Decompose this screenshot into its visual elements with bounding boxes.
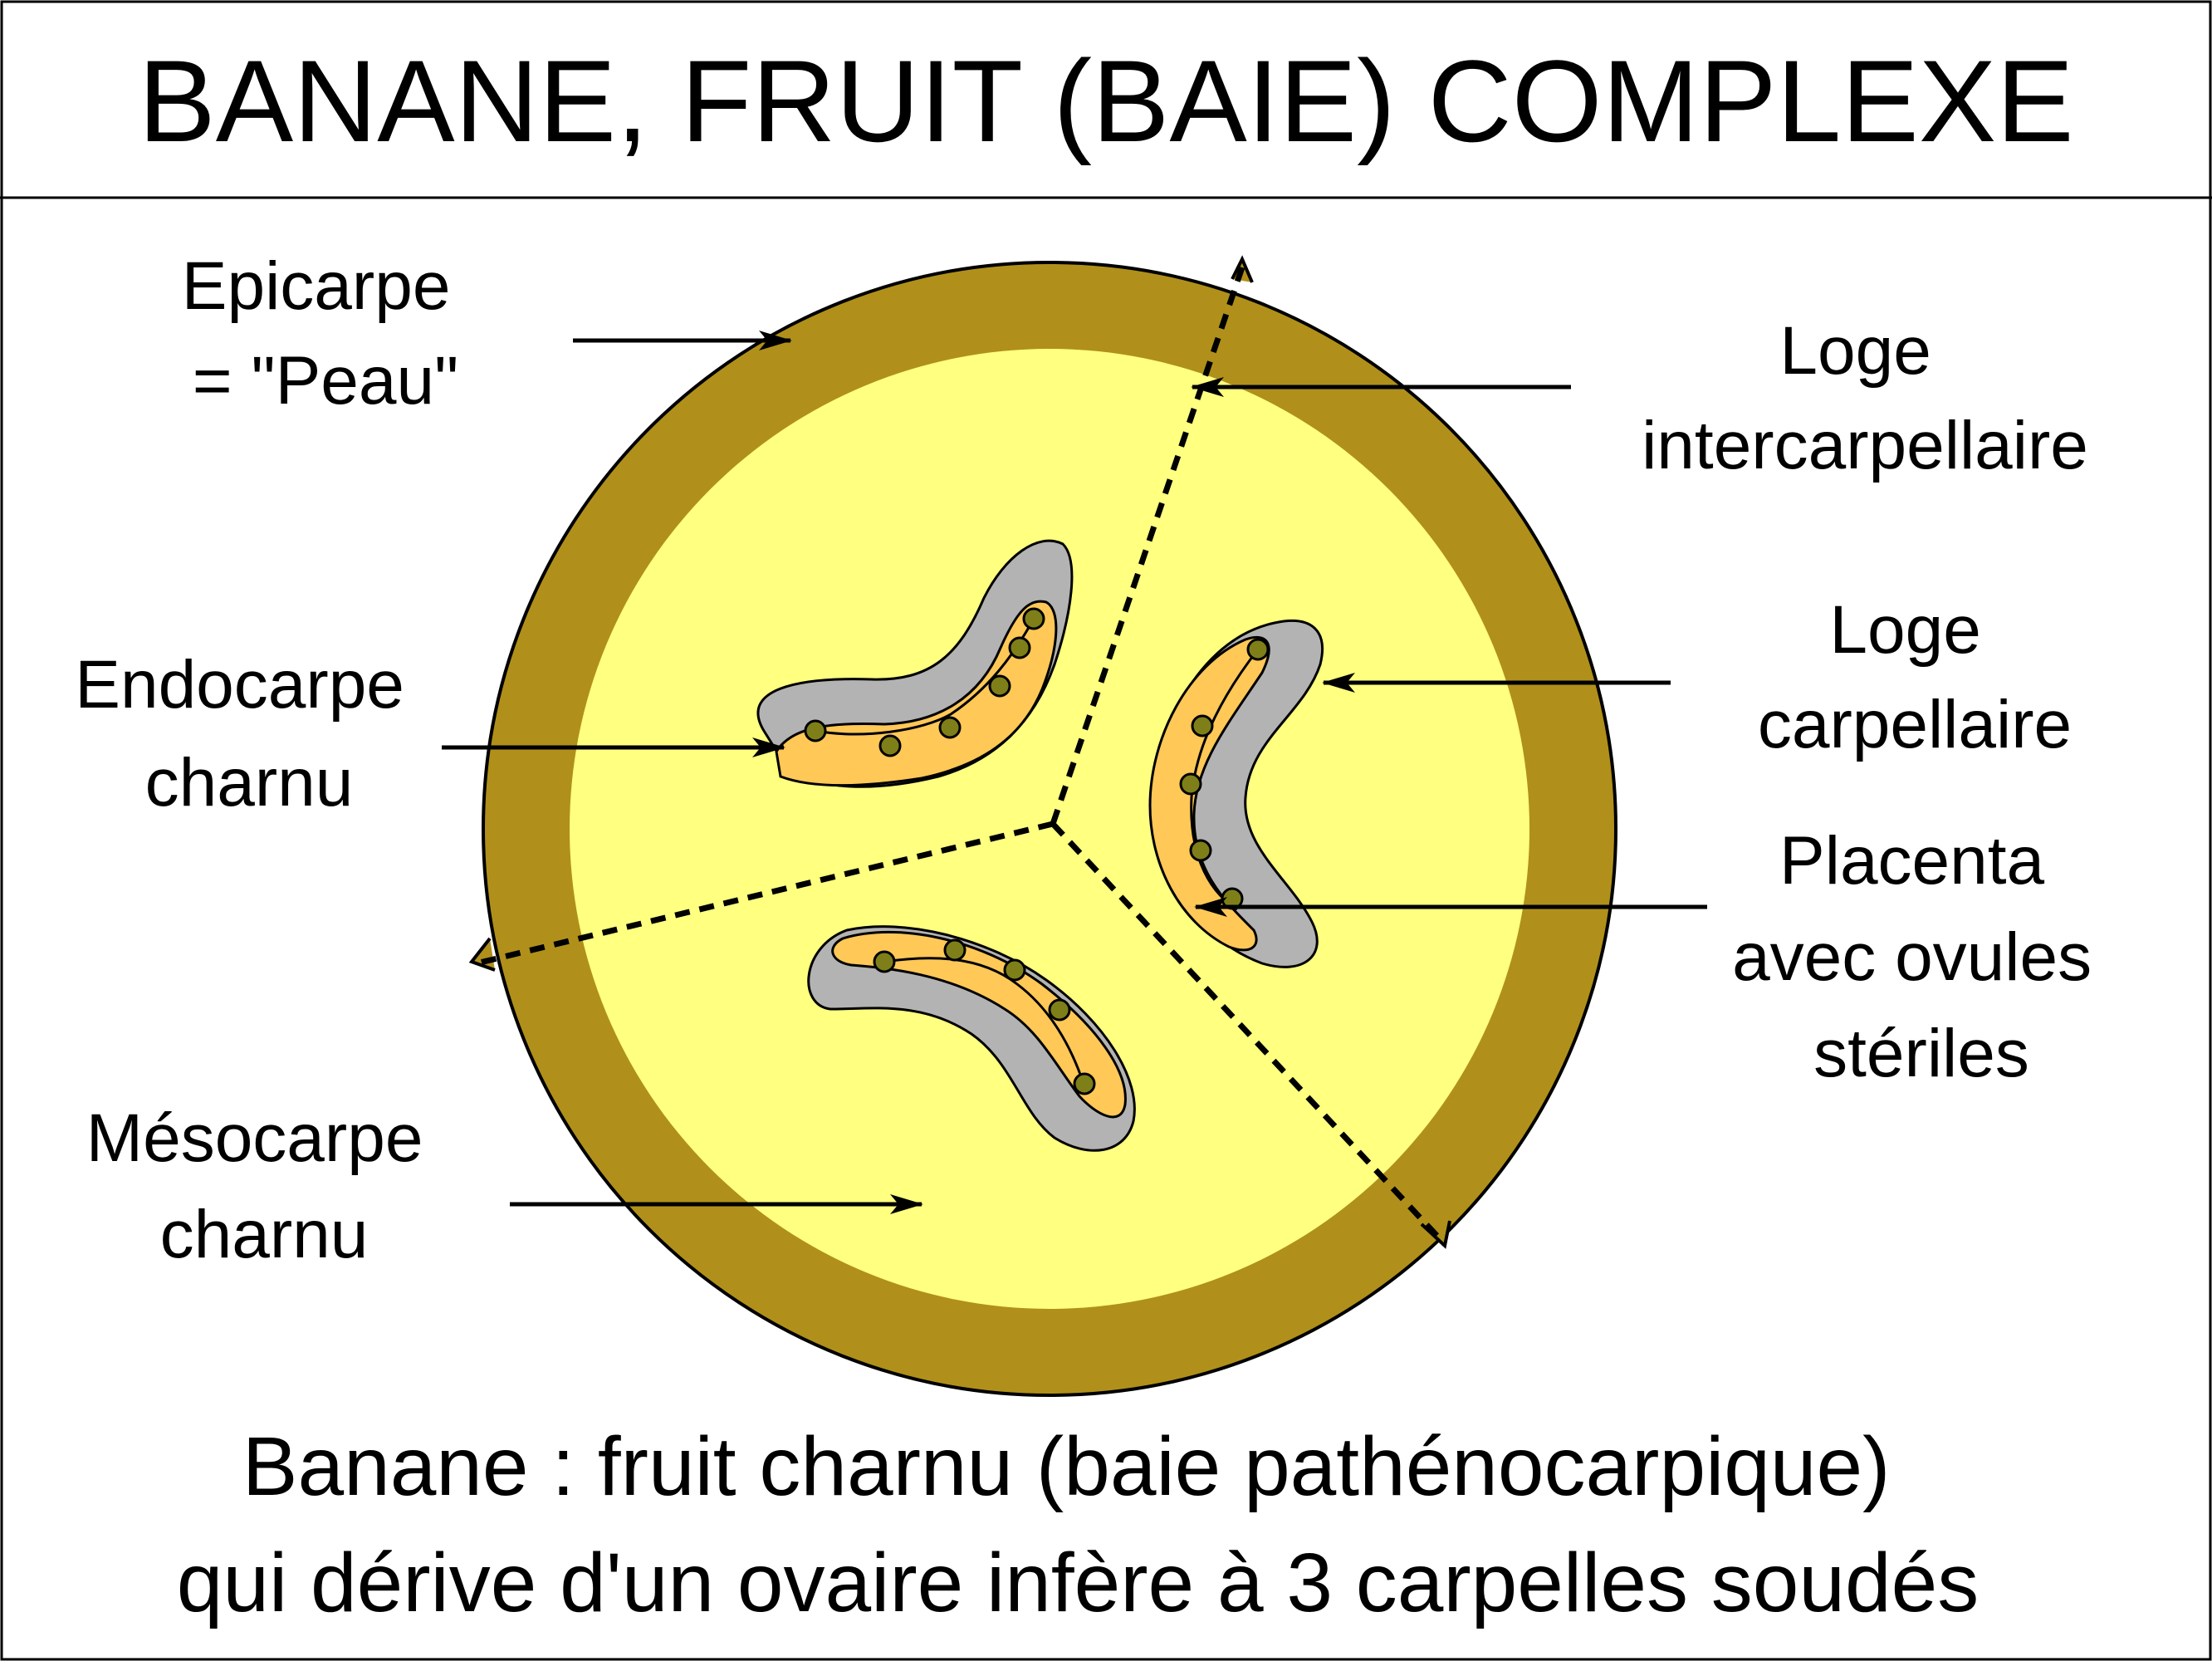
label-line: Loge xyxy=(1829,592,1980,668)
caption-line: qui dérive d'un ovaire infère à 3 carpel… xyxy=(177,1536,1979,1629)
locule-cavity xyxy=(807,925,1136,1152)
label-loge-carpellaire: Loge carpellaire xyxy=(1758,592,2072,762)
label-line: Mésocarpe xyxy=(86,1100,423,1176)
ovule xyxy=(988,674,1011,698)
ovule xyxy=(1048,998,1071,1022)
label-line: charnu xyxy=(145,745,354,821)
locule-bottom xyxy=(807,925,1136,1152)
ovule xyxy=(1003,958,1026,982)
endocarp-layer xyxy=(831,930,1127,1119)
label-line: charnu xyxy=(160,1197,369,1272)
ovule xyxy=(1022,607,1045,630)
ovule xyxy=(943,938,967,962)
ovule xyxy=(1191,714,1214,737)
placenta-line xyxy=(1190,649,1260,911)
caption: Banane : fruit charnu (baie pathénocarpi… xyxy=(177,1420,1979,1629)
label-line: intercarpellaire xyxy=(1642,408,2088,483)
ovule xyxy=(1073,1072,1096,1095)
endocarp-layer xyxy=(775,600,1058,787)
label-line: Endocarpe xyxy=(75,647,404,723)
label-line: avec ovules xyxy=(1732,919,2092,995)
septa-lines xyxy=(476,266,1447,1247)
label-line: Epicarpe xyxy=(182,248,451,324)
ovule xyxy=(1246,638,1270,661)
caption-line: Banane : fruit charnu (baie pathénocarpi… xyxy=(242,1420,1891,1513)
label-line: carpellaire xyxy=(1758,687,2072,762)
pointer-arrows xyxy=(442,331,1707,1214)
label-line: Placenta xyxy=(1779,823,2045,899)
endocarp-layer xyxy=(1148,635,1270,952)
ovule xyxy=(804,719,827,742)
label-endocarpe: Endocarpe charnu xyxy=(75,647,423,821)
fruit-cross-section xyxy=(468,255,1617,1397)
ovule xyxy=(938,716,962,739)
placenta-line xyxy=(883,957,1085,1085)
label-line: = "Peau" xyxy=(193,343,458,419)
ovule xyxy=(1189,839,1212,862)
label-placenta: Placenta avec ovules stériles xyxy=(1732,823,2111,1091)
label-loge-intercarpellaire: Loge intercarpellaire xyxy=(1642,313,2088,483)
label-line: Loge xyxy=(1779,313,1931,389)
ovule xyxy=(873,950,896,973)
locule-right xyxy=(1148,619,1324,968)
ovule xyxy=(1179,772,1202,796)
label-line: stériles xyxy=(1813,1016,2029,1091)
ovule xyxy=(1008,636,1031,659)
label-epicarpe: Epicarpe = "Peau" xyxy=(182,248,469,419)
locule-upper-left xyxy=(756,539,1074,788)
ovule xyxy=(878,734,902,757)
page-title: BANANE, FRUIT (BAIE) COMPLEXE xyxy=(138,36,2073,166)
septum-bottom xyxy=(1050,821,1447,1247)
label-mesocarpe: Mésocarpe charnu xyxy=(86,1100,442,1272)
mesocarp xyxy=(570,349,1529,1309)
